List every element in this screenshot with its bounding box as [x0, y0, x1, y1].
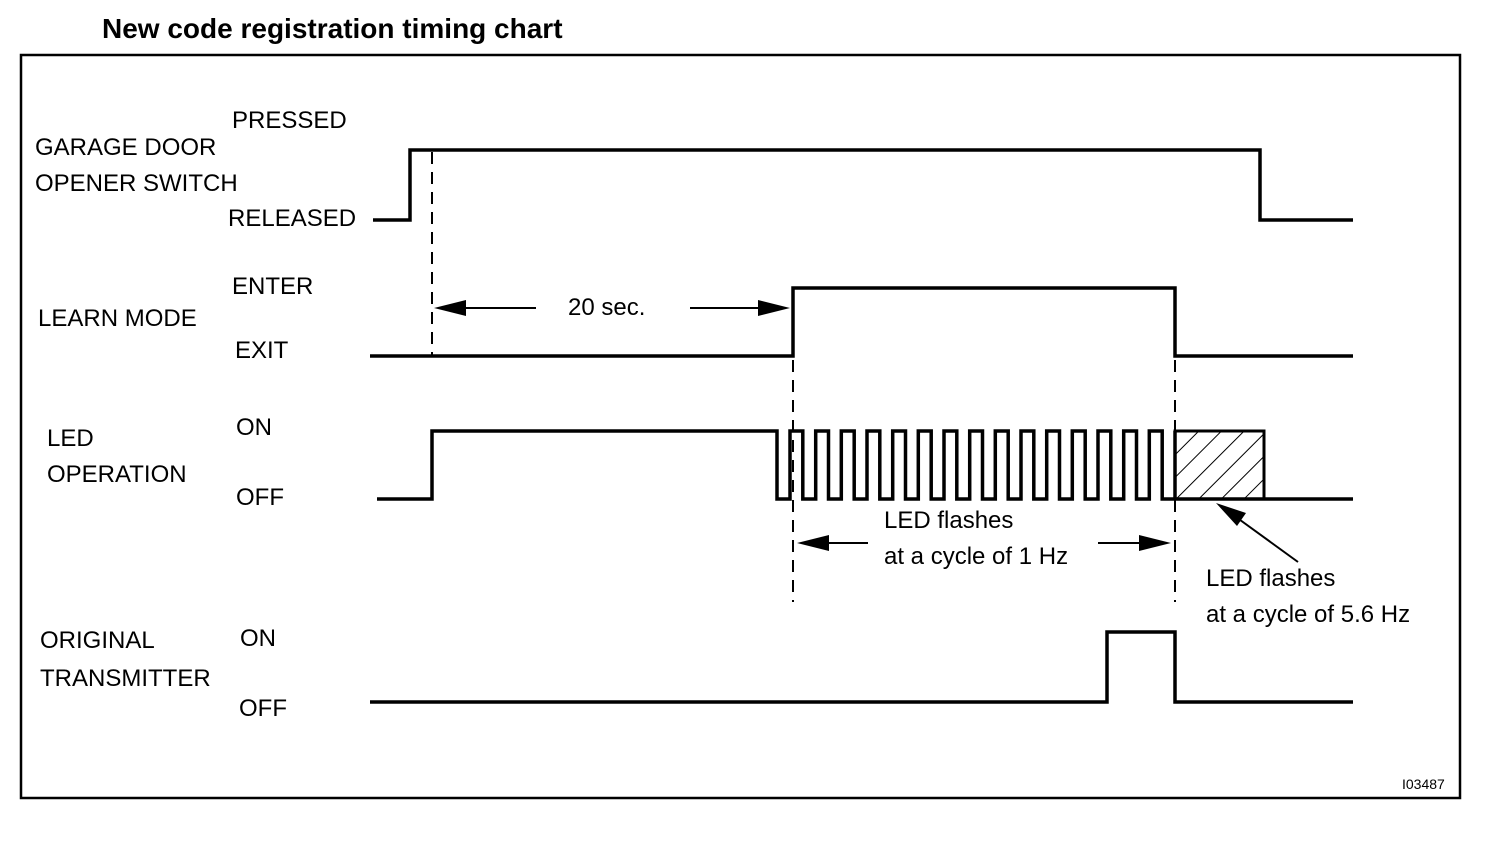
delay-label: 20 sec. — [568, 294, 645, 321]
flash-56hz-line-2: at a cycle of 5.6 Hz — [1206, 601, 1410, 628]
learn-high-label: ENTER — [232, 273, 313, 300]
led-name-line-2: OPERATION — [47, 461, 187, 488]
flash-1hz-arrow-left-head — [797, 535, 829, 551]
delay-arrow-right-head — [758, 300, 790, 316]
chart-frame — [19, 53, 1462, 800]
flash-56hz-line-1: LED flashes — [1206, 565, 1335, 592]
flash-1hz-line-2: at a cycle of 1 Hz — [884, 543, 1068, 570]
transmitter-high-label: ON — [240, 625, 276, 652]
chart-title: New code registration timing chart — [102, 13, 563, 44]
delay-arrow-left-head — [434, 300, 466, 316]
led-low-label: OFF — [236, 484, 284, 511]
learn-name: LEARN MODE — [38, 305, 197, 332]
switch-low-label: RELEASED — [228, 205, 356, 232]
led-high-label: ON — [236, 414, 272, 441]
learn-low-label: EXIT — [235, 337, 289, 364]
switch-waveform — [373, 148, 1353, 222]
transmitter-name-line-1: ORIGINAL — [40, 627, 155, 654]
led-name-line-1: LED — [47, 425, 94, 452]
transmitter-name-line-2: TRANSMITTER — [40, 665, 211, 692]
flash-56hz-pointer-head — [1216, 503, 1246, 526]
switch-name-line-1: GARAGE DOOR — [35, 134, 216, 161]
switch-high-label: PRESSED — [232, 107, 347, 134]
flash-1hz-line-1: LED flashes — [884, 507, 1013, 534]
flash-56hz-pointer-shaft — [1235, 516, 1299, 563]
led-waveform — [377, 429, 1353, 501]
learn-waveform — [370, 286, 1353, 358]
flash-1hz-arrow-right-head — [1139, 535, 1171, 551]
transmitter-low-label: OFF — [239, 695, 287, 722]
led-fast-flash-region — [1173, 429, 1266, 501]
transmitter-waveform — [370, 630, 1353, 704]
figure-id: I03487 — [1402, 776, 1445, 792]
switch-name-line-2: OPENER SWITCH — [35, 170, 238, 197]
